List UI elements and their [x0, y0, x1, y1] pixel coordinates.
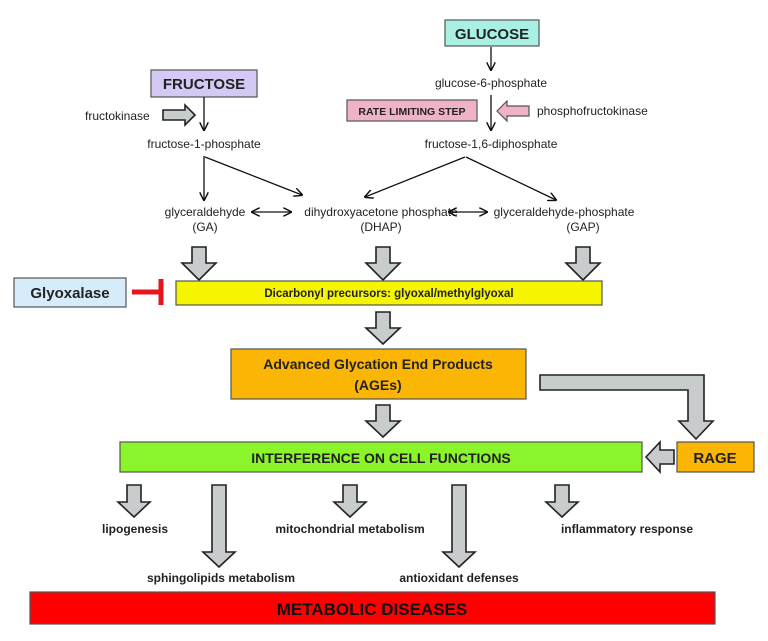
rate-limiting-step-box: [346, 99, 478, 122]
gap-to-dicarbonyl-arrow-icon: [564, 246, 602, 282]
metabolic-diseases-box: [29, 591, 716, 625]
fructose-16-diphosphate-label: fructose-1,6-diphosphate: [425, 137, 558, 151]
fructose-1-phosphate-label: fructose-1-phosphate: [147, 137, 261, 151]
fructose-label: FRUCTOSE: [163, 76, 245, 93]
rage-label: RAGE: [693, 450, 736, 467]
dicarbonyl-to-ages-arrow-icon: [363, 311, 403, 346]
gap-abbr: (GAP): [566, 220, 599, 234]
ages-label-line1: Advanced Glycation End Products: [263, 356, 493, 372]
phosphofructokinase-label: phosphofructokinase: [537, 104, 648, 118]
fructokinase-label: fructokinase: [85, 109, 150, 123]
inflammatory-arrow-icon: [543, 484, 581, 519]
rage-to-interference-arrow-icon: [644, 439, 675, 475]
outcome-lipogenesis: lipogenesis: [102, 522, 168, 536]
sphingolipids-arrow-icon: [200, 484, 238, 569]
outcome-inflammatory: inflammatory response: [561, 522, 693, 536]
glucose-label: GLUCOSE: [455, 26, 529, 43]
glucose-6-phosphate-label: glucose-6-phosphate: [435, 76, 547, 90]
glyceraldehyde-label: glyceraldehyde: [165, 205, 246, 219]
antioxidant-arrow-icon: [440, 484, 478, 569]
glyceraldehyde-abbr: (GA): [192, 220, 217, 234]
outcome-sphingolipids: sphingolipids metabolism: [147, 571, 295, 585]
rate-limiting-step-label: RATE LIMITING STEP: [358, 106, 465, 118]
interference-box: [119, 441, 643, 473]
interference-label: INTERFERENCE ON CELL FUNCTIONS: [251, 450, 511, 466]
f16dp-to-gap-arrow: [465, 156, 556, 200]
ages-label-line2: (AGEs): [354, 377, 401, 393]
rage-box: [676, 441, 755, 473]
dicarbonyl-label: Dicarbonyl precursors: glyoxal/methylgly…: [264, 288, 513, 300]
phosphofructokinase-arrow-icon: [496, 99, 530, 123]
metabolic-diseases-label: METABOLIC DISEASES: [277, 600, 467, 619]
glyoxalase-label: Glyoxalase: [30, 285, 109, 302]
ages-to-rage-arrow-icon: [539, 374, 715, 441]
dhap-abbr: (DHAP): [360, 220, 401, 234]
glucose-box: [444, 19, 540, 47]
ages-to-interference-arrow-icon: [363, 404, 403, 439]
outcome-mitochondrial: mitochondrial metabolism: [275, 522, 424, 536]
gap-label: glyceraldehyde-phosphate: [494, 205, 635, 219]
outcome-antioxidant: antioxidant defenses: [399, 571, 519, 585]
ga-to-dicarbonyl-arrow-icon: [180, 246, 218, 282]
dicarbonyl-box: [175, 280, 603, 306]
f16dp-to-dhap-arrow: [365, 156, 466, 197]
dhap-to-dicarbonyl-arrow-icon: [364, 246, 402, 282]
fructokinase-arrow-icon: [162, 103, 197, 127]
mitochondrial-arrow-icon: [331, 484, 369, 519]
dhap-label: dihydroxyacetone phosphate: [304, 205, 458, 219]
lipogenesis-arrow-icon: [115, 484, 153, 519]
glyoxalase-box: [13, 277, 127, 308]
ages-box: [230, 348, 527, 400]
f1p-to-dhap-arrow: [204, 156, 302, 195]
